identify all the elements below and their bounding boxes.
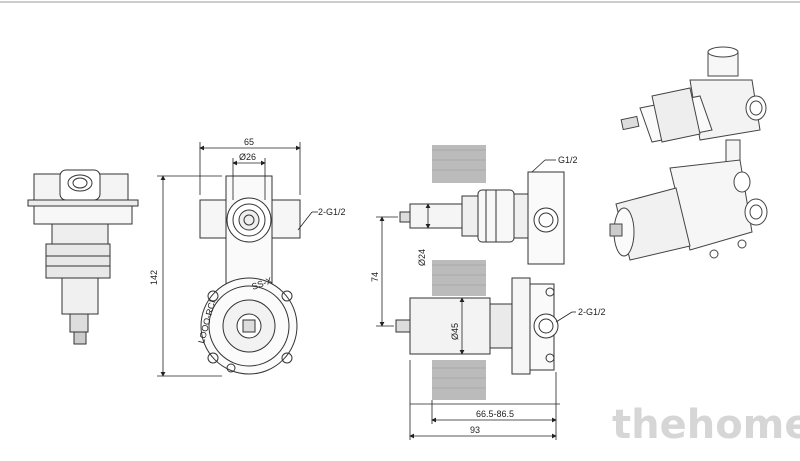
- overall-depth-label: 93: [470, 425, 480, 435]
- front-width-label: 65: [244, 137, 254, 147]
- depth-range-label: 66.5-86.5: [476, 409, 514, 419]
- watermark: thehome: [612, 402, 800, 448]
- side-bottom-inlets-label: 2-G1/2: [578, 307, 606, 317]
- section-view: [395, 171, 565, 375]
- wall-hatch-lines: [432, 149, 486, 389]
- side-top-inlet-label: G1/2: [558, 155, 578, 165]
- spacing-label: 74: [370, 272, 380, 282]
- left-side-view: [27, 169, 139, 345]
- front-dimensions: [157, 142, 318, 377]
- front-height-label: 142: [149, 270, 159, 285]
- isometric-view: [609, 46, 768, 261]
- inner-diameter-label: Ø26: [239, 152, 256, 162]
- front-inlets-label: 2-G1/2: [318, 207, 346, 217]
- lower-diameter-label: Ø45: [450, 323, 460, 340]
- section-dimensions: [376, 159, 576, 440]
- upper-diameter-label: Ø24: [417, 249, 427, 266]
- front-view: [199, 175, 301, 375]
- wall-hatching: [432, 145, 486, 400]
